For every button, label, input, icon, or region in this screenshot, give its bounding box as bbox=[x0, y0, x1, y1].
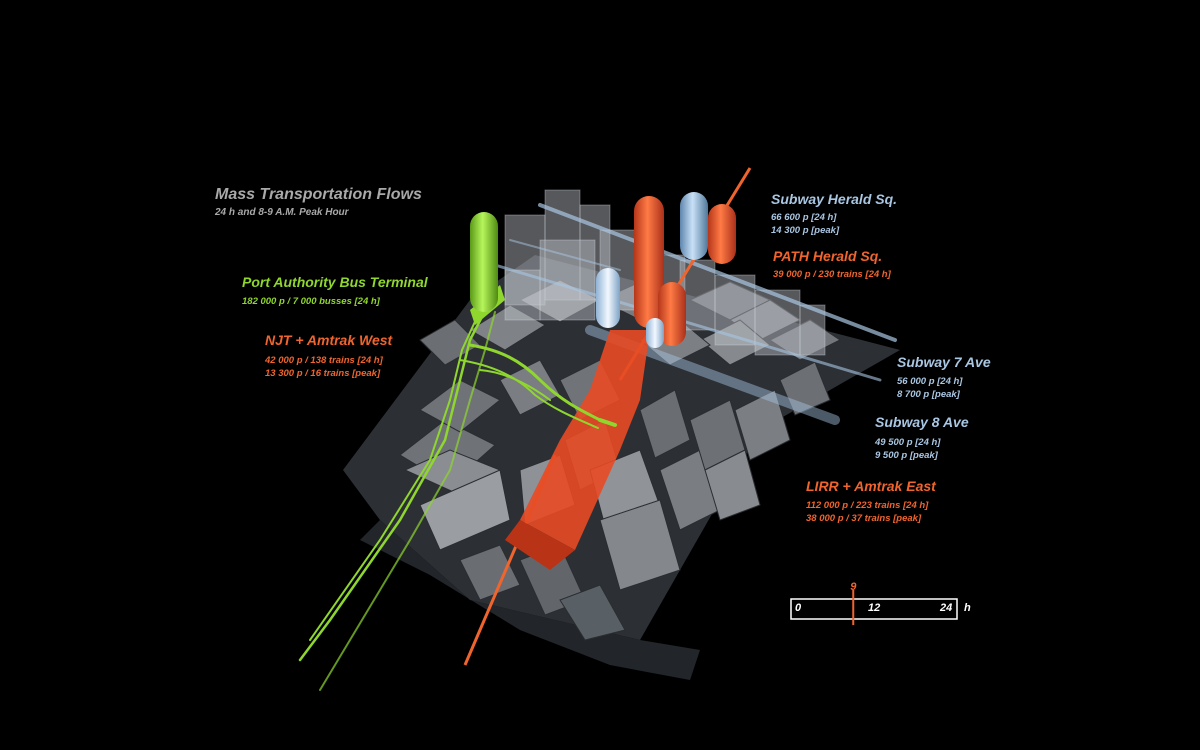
label-subway-herald: Subway Herald Sq. bbox=[771, 191, 898, 207]
label-subway-8ave-24h: 49 500 p [24 h] bbox=[875, 437, 941, 448]
label-path-herald-24h: 39 000 p / 230 trains [24 h] bbox=[773, 269, 891, 280]
city-ground bbox=[343, 255, 900, 680]
label-subway-herald-peak: 14 300 p [peak] bbox=[771, 225, 840, 236]
diagram-title: Mass Transportation Flows bbox=[215, 186, 422, 203]
time-scale-unit: h bbox=[964, 602, 971, 614]
penn-station-flow bbox=[505, 330, 650, 570]
label-subway-7ave-24h: 56 000 p [24 h] bbox=[897, 376, 963, 387]
label-subway-7ave-peak: 8 700 p [peak] bbox=[897, 389, 960, 400]
label-port-authority: Port Authority Bus Terminal bbox=[242, 274, 428, 290]
diagram-subtitle: 24 h and 8-9 A.M. Peak Hour bbox=[215, 207, 349, 218]
orange-bars bbox=[634, 196, 736, 346]
label-subway-7ave: Subway 7 Ave bbox=[897, 354, 991, 370]
label-subway-8ave: Subway 8 Ave bbox=[875, 414, 969, 430]
blue-bars bbox=[596, 192, 708, 348]
time-scale-label-12: 12 bbox=[868, 602, 881, 614]
time-scale-label-24: 24 bbox=[940, 602, 953, 614]
label-port-authority-24h: 182 000 p / 7 000 busses [24 h] bbox=[242, 296, 380, 307]
label-subway-herald-24h: 66 600 p [24 h] bbox=[771, 212, 837, 223]
label-subway-8ave-peak: 9 500 p [peak] bbox=[875, 450, 938, 461]
label-njt-24h: 42 000 p / 138 trains [24 h] bbox=[265, 355, 383, 366]
label-njt-peak: 13 300 p / 16 trains [peak] bbox=[265, 368, 381, 379]
label-lirr-24h: 112 000 p / 223 trains [24 h] bbox=[806, 500, 929, 511]
port-authority-bar bbox=[470, 212, 498, 312]
time-scale-marker-label: 9 bbox=[850, 581, 857, 593]
label-lirr-peak: 38 000 p / 37 trains [peak] bbox=[806, 513, 922, 524]
label-njt-amtrak-west: NJT + Amtrak West bbox=[265, 332, 393, 348]
label-path-herald: PATH Herald Sq. bbox=[773, 248, 883, 264]
label-lirr-amtrak-east: LIRR + Amtrak East bbox=[806, 478, 936, 494]
time-scale-label-0: 0 bbox=[795, 602, 802, 614]
time-scale bbox=[790, 590, 958, 625]
